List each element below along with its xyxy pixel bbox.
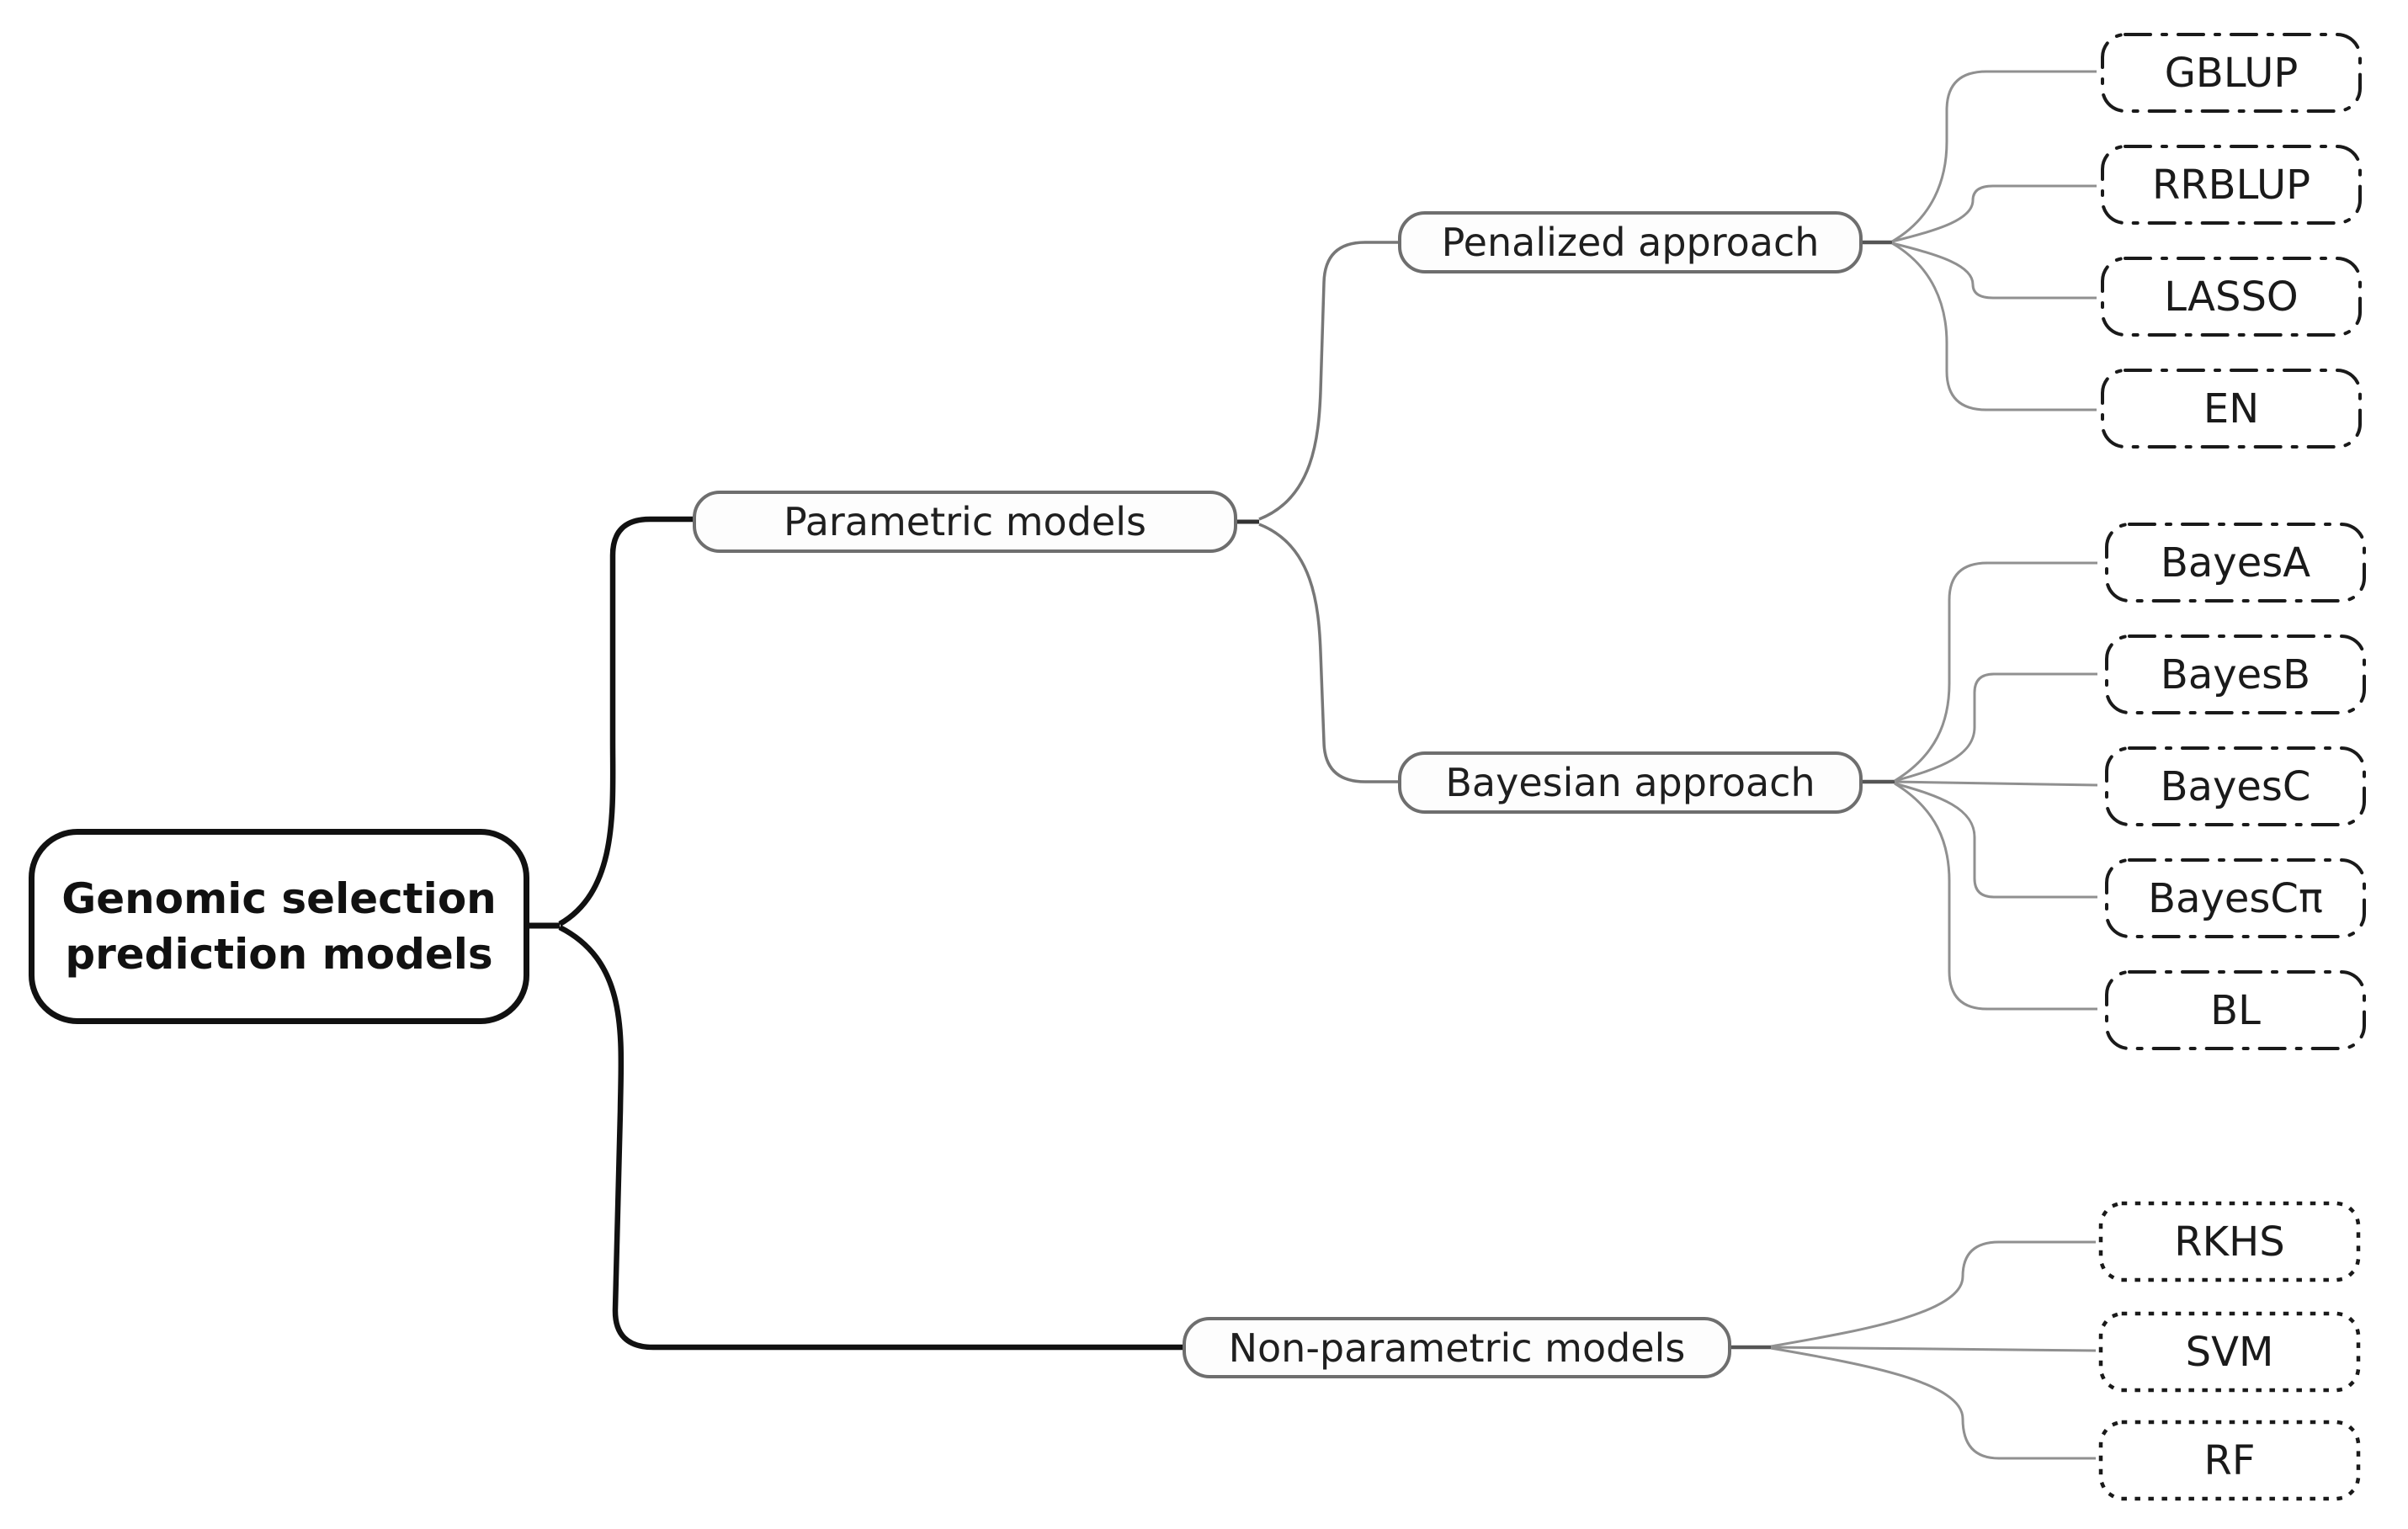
node-label: GBLUP: [2164, 49, 2299, 97]
connector-bayesian-to-bayesa: [1894, 561, 2097, 783]
connector-bayesian-to-bayescpi: [1894, 782, 2097, 899]
root-label-line2: prediction models: [65, 930, 493, 979]
dashdot-border: [2105, 858, 2366, 938]
node-label: BayesC: [2160, 762, 2311, 810]
node-parametric-models: Parametric models: [693, 491, 1237, 553]
node-label: BayesB: [2160, 650, 2311, 698]
connector-parametric-to-penalized: [1258, 241, 1398, 521]
node-label: EN: [2203, 385, 2260, 433]
node-bayesian-approach: Bayesian approach: [1398, 751, 1863, 814]
node-en: EN: [2100, 368, 2363, 449]
node-label: BayesCπ: [2148, 874, 2323, 922]
node-label: Penalized approach: [1441, 220, 1820, 265]
node-label: Non-parametric models: [1228, 1325, 1686, 1371]
dashdot-border: [2101, 145, 2362, 225]
connector-penalized-to-rrblup: [1891, 184, 2097, 243]
connector-nonparametric-to-svm: [1770, 1346, 2097, 1352]
connector-nonparametric-to-rkhs: [1770, 1240, 2096, 1348]
node-label: Bayesian approach: [1445, 760, 1815, 805]
node-bayescpi: BayesCπ: [2104, 857, 2367, 939]
connector-root-to-parametric: [558, 516, 693, 926]
node-lasso: LASSO: [2100, 256, 2363, 337]
node-gblup: GBLUP: [2100, 32, 2363, 114]
dotted-border: [2098, 1311, 2361, 1393]
node-label: RRBLUP: [2151, 161, 2311, 209]
node-label: BayesA: [2160, 539, 2311, 587]
node-label: RKHS: [2174, 1218, 2285, 1266]
node-rrblup: RRBLUP: [2100, 144, 2363, 226]
dashdot-border: [2101, 369, 2362, 449]
node-label: LASSO: [2164, 273, 2299, 321]
connector-bayesian-to-bayesc: [1894, 780, 2098, 787]
dotted-border: [2098, 1420, 2361, 1501]
dashdot-border: [2101, 257, 2362, 337]
root-label: Genomic selection prediction models: [61, 871, 497, 982]
dotted-border: [2098, 1201, 2361, 1282]
node-label: BL: [2210, 986, 2261, 1034]
node-bayesb: BayesB: [2104, 634, 2367, 715]
dashdot-border: [2105, 523, 2366, 603]
node-bayesa: BayesA: [2104, 522, 2367, 603]
connector-penalized-to-en: [1891, 242, 2097, 411]
connector-penalized-to-gblup: [1891, 70, 2097, 243]
dashdot-border: [2105, 634, 2366, 714]
node-penalized-approach: Penalized approach: [1398, 211, 1863, 273]
connector-bayesian-to-bl: [1894, 782, 2097, 1011]
connector-root-to-nonparametric: [558, 925, 1183, 1351]
connector-penalized-to-lasso: [1891, 242, 2097, 300]
node-nonparametric-models: Non-parametric models: [1183, 1317, 1731, 1378]
node-root: Genomic selection prediction models: [29, 829, 529, 1024]
node-svm: SVM: [2098, 1311, 2361, 1393]
dashdot-border: [2105, 970, 2366, 1050]
dashdot-border: [2105, 746, 2366, 826]
root-label-line1: Genomic selection: [61, 874, 497, 923]
node-label: RF: [2203, 1436, 2256, 1484]
connector-nonparametric-to-rf: [1770, 1346, 2096, 1460]
node-label: Parametric models: [784, 499, 1146, 544]
connector-parametric-to-bayesian: [1258, 523, 1398, 783]
node-bl: BL: [2104, 969, 2367, 1051]
node-bayesc: BayesC: [2104, 746, 2367, 827]
dashdot-border: [2101, 33, 2362, 113]
node-rkhs: RKHS: [2098, 1201, 2361, 1282]
node-rf: RF: [2098, 1420, 2361, 1501]
node-label: SVM: [2185, 1328, 2274, 1376]
connector-bayesian-to-bayesb: [1894, 672, 2097, 783]
